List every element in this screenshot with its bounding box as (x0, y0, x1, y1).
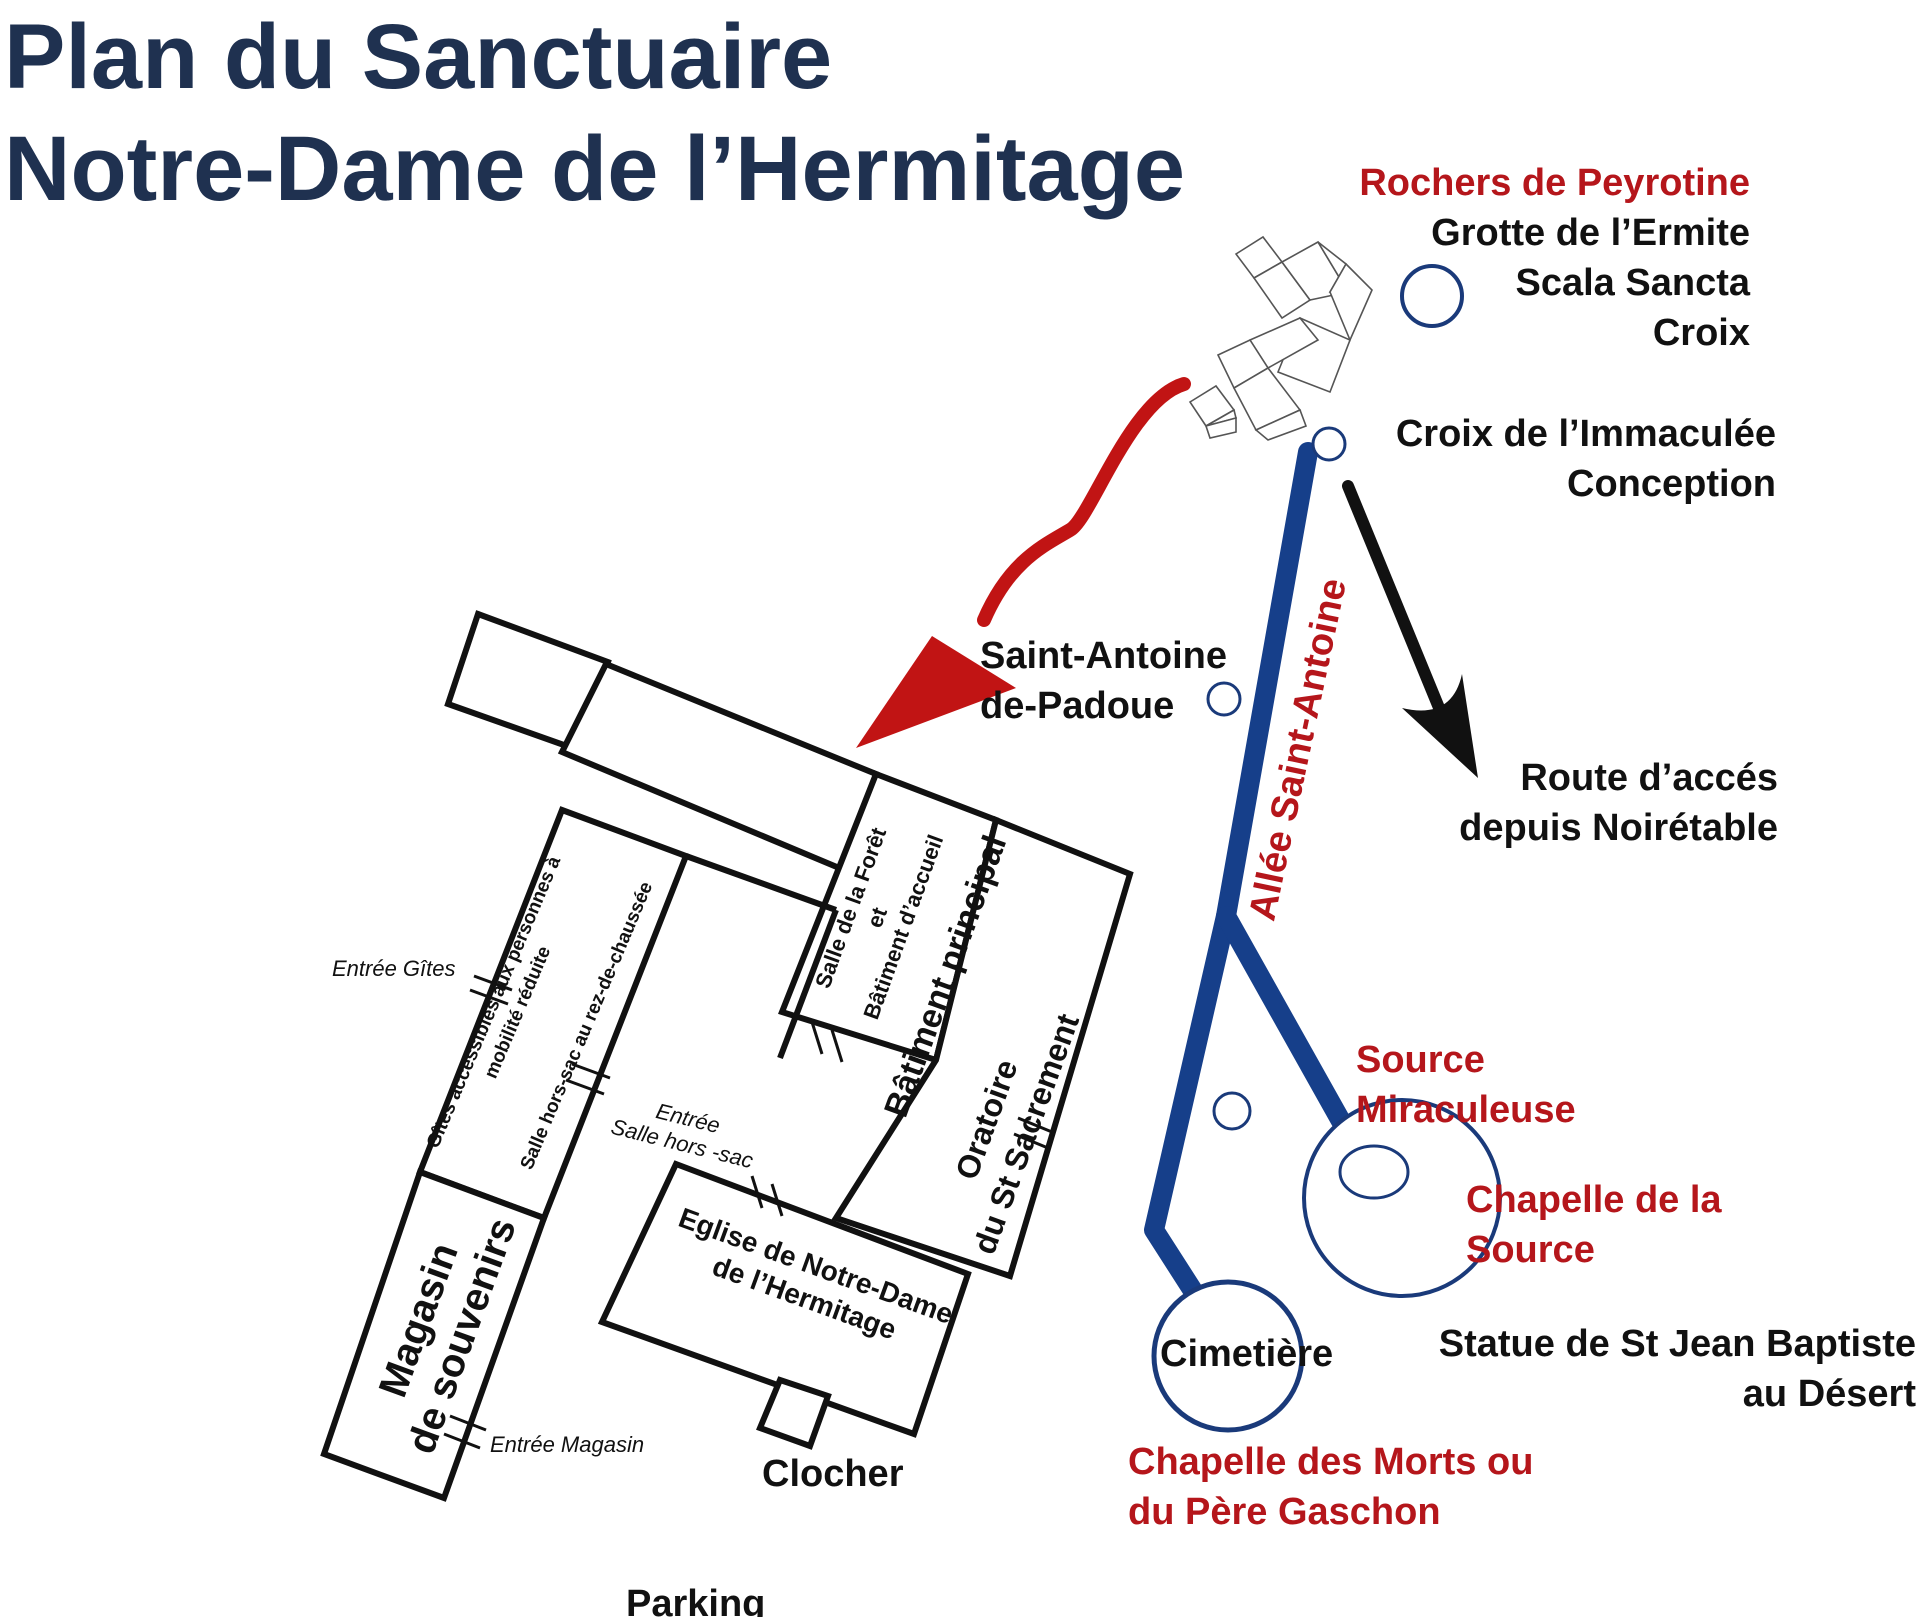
black-arrow-icon (1342, 480, 1478, 778)
scala-sancta-label: Scala Sancta (1516, 262, 1751, 304)
saint-antoine-label-line2: de-Padoue (980, 685, 1174, 727)
chapelle-morts-circle-icon (1151, 1279, 1305, 1433)
grotte-circle-icon (1400, 264, 1464, 328)
saint-antoine-label-line1: Saint-Antoine (980, 635, 1227, 677)
red-arrow-icon (856, 377, 1191, 748)
building-clocher (756, 1376, 832, 1450)
map-title-line2: Notre-Dame de l’Hermitage (4, 118, 1185, 220)
croix-label: Croix (1653, 312, 1750, 354)
clocher-label: Clocher (762, 1453, 904, 1495)
building-plan (320, 610, 1134, 1502)
croix-immaculee-circle-icon (1311, 426, 1347, 462)
statue-label-line2: au Désert (1743, 1373, 1917, 1415)
source-circle-icon (1338, 1144, 1410, 1200)
statue-circle-icon (1212, 1091, 1252, 1131)
map-title-line1: Plan du Sanctuaire (4, 6, 832, 108)
route-label-line2: depuis Noirétable (1459, 807, 1778, 849)
building-magasin (320, 1168, 548, 1502)
entree-magasin-label: Entrée Magasin (490, 1432, 644, 1457)
parking-label: Parking (626, 1583, 765, 1617)
croix-immaculee-label-line1: Croix de l’Immaculée (1396, 413, 1776, 455)
label-entree-salle: Entrée Salle hors -sac (609, 1098, 756, 1173)
door-markers (443, 974, 1053, 1450)
rochers-outline (1188, 235, 1373, 441)
chapelle-morts-label-line1: Chapelle des Morts ou (1128, 1441, 1533, 1483)
statue-label-line1: Statue de St Jean Baptiste (1439, 1323, 1916, 1365)
cimetiere-label: Cimetière (1160, 1333, 1333, 1375)
chapelle-morts-label-line2: du Père Gaschon (1128, 1491, 1441, 1533)
allee-path (1144, 442, 1356, 1318)
rochers-label: Rochers de Peyrotine (1359, 162, 1750, 204)
entree-gites-label: Entrée Gîtes (332, 956, 456, 981)
route-label-line1: Route d’accés (1520, 757, 1778, 799)
croix-immaculee-label-line2: Conception (1567, 463, 1776, 505)
source-label-line1: Source (1356, 1039, 1485, 1081)
chapelle-source-circle-icon (1302, 1098, 1502, 1298)
chapelle-source-label-line1: Chapelle de la (1466, 1179, 1722, 1221)
saint-antoine-circle-icon (1206, 681, 1242, 717)
chapelle-source-label-line2: Source (1466, 1229, 1595, 1271)
building-batiment-principal (831, 815, 1134, 1280)
source-label-line2: Miraculeuse (1356, 1089, 1576, 1131)
grotte-label: Grotte de l’Ermite (1431, 212, 1750, 254)
building-eglise (597, 1160, 972, 1438)
